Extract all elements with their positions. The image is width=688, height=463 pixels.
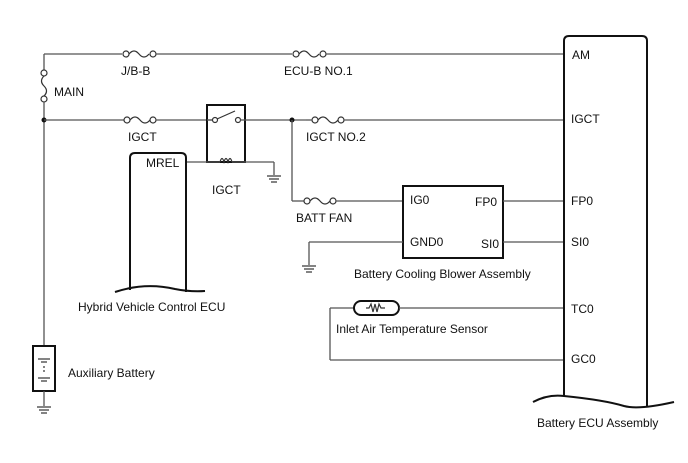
pin-si0: SI0 [481, 237, 499, 251]
pin-gnd0: GND0 [410, 235, 444, 249]
sensor-label: Inlet Air Temperature Sensor [336, 322, 488, 336]
inlet-air-temperature-sensor: Inlet Air Temperature Sensor [329, 300, 564, 361]
battery-ecu-label: Battery ECU Assembly [537, 416, 658, 430]
pin-am: AM [572, 48, 590, 62]
pin-fp0: FP0 [571, 194, 593, 208]
fuse-label-main: MAIN [54, 85, 84, 99]
fuse-batt-fan-icon [303, 197, 337, 205]
battery-ecu-assembly: AM IGCT FP0 SI0 TC0 GC0 Battery ECU Asse… [532, 35, 675, 430]
hv-ecu-label: Hybrid Vehicle Control ECU [78, 300, 225, 314]
pin-mrel: MREL [146, 156, 180, 170]
relay-igct: IGCT [206, 104, 246, 197]
batt-fan-circuit: BATT FAN [291, 120, 403, 225]
fuse-jb-b-icon [122, 50, 157, 58]
fuse-label-batt-fan: BATT FAN [296, 211, 352, 225]
fuse-main-icon [40, 75, 48, 97]
relay-coil-icon [219, 157, 233, 165]
ground-icon [37, 406, 51, 414]
ground-icon [267, 175, 281, 183]
battery-icon [32, 345, 56, 392]
pin-ig0: IG0 [410, 193, 430, 207]
battery-label: Auxiliary Battery [68, 366, 155, 380]
pin-gc0: GC0 [571, 352, 596, 366]
relay-label: IGCT [212, 183, 241, 197]
fuse-igct-icon [123, 116, 157, 124]
pin-igct: IGCT [571, 112, 600, 126]
fuse-label-igct-no2: IGCT NO.2 [306, 130, 366, 144]
fuse-label-jb-b: J/B-B [121, 64, 150, 78]
pin-si0: SI0 [571, 235, 589, 249]
mrel-circuit [186, 161, 281, 183]
auxiliary-battery: Auxiliary Battery [32, 345, 155, 414]
igct-circuit: IGCT IGCT IGCT NO.2 [41, 104, 564, 197]
switch-contact-icon [216, 110, 236, 120]
fuse-label-ecu-b-no1: ECU-B NO.1 [284, 64, 353, 78]
am-circuit: J/B-B ECU-B NO.1 [44, 50, 564, 78]
fuse-label-igct: IGCT [128, 130, 157, 144]
fuse-ecu-b-no1-icon [292, 50, 327, 58]
ground-icon [302, 265, 316, 273]
blower-label: Battery Cooling Blower Assembly [354, 267, 531, 281]
main-fuse: MAIN [40, 54, 84, 346]
fuse-igct-no2-icon [311, 116, 345, 124]
battery-cooling-blower-assembly: IG0 FP0 GND0 SI0 Battery Cooling Blower … [302, 185, 564, 281]
hv-control-ecu: MREL Hybrid Vehicle Control ECU [78, 152, 225, 314]
pin-tc0: TC0 [571, 302, 594, 316]
pin-fp0: FP0 [475, 195, 497, 209]
